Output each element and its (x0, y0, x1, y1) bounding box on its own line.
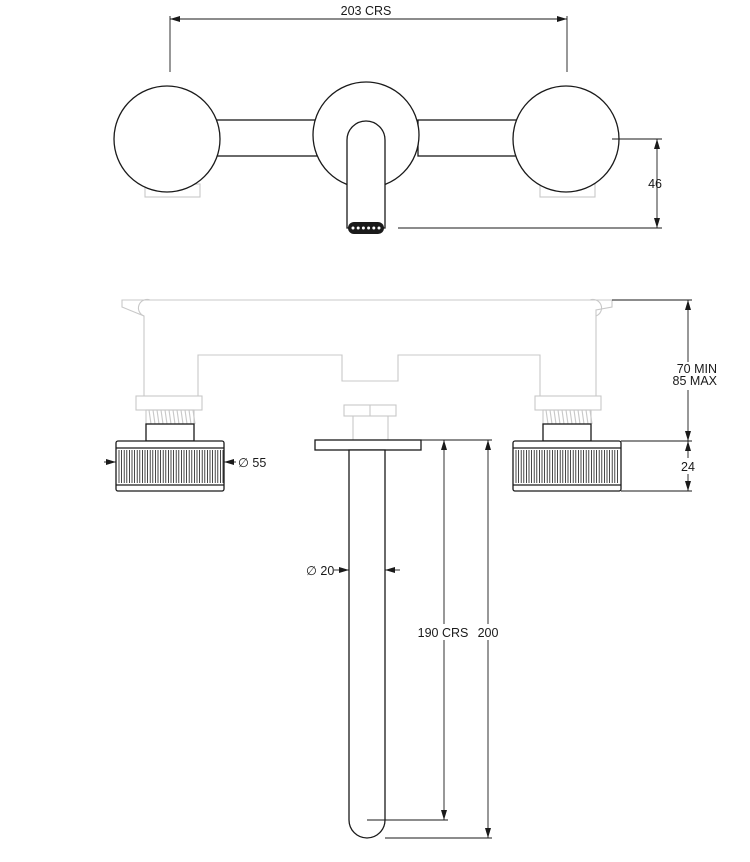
label-203-crs: 203 CRS (341, 4, 392, 18)
left-knurl (118, 450, 224, 483)
left-handle-top (113, 85, 221, 193)
dimension-70-85: 70 MIN 85 MAX (612, 299, 721, 492)
front-view (115, 298, 622, 839)
top-view (113, 81, 620, 234)
aerator (348, 222, 384, 234)
dimension-24: 24 (678, 458, 698, 474)
label-dia-20: ∅ 20 (306, 564, 334, 578)
right-knurl (515, 450, 618, 483)
right-valve-flange (534, 395, 602, 411)
dimension-200: 200 (385, 439, 500, 839)
dimension-203-crs: 203 CRS (169, 4, 568, 72)
in-wall-body (121, 299, 613, 397)
label-46: 46 (648, 177, 662, 191)
label-70-min: 70 MIN (677, 362, 717, 376)
right-handle-front (512, 440, 622, 492)
right-connector-bar (417, 119, 519, 157)
label-85-max: 85 MAX (673, 374, 718, 388)
label-24: 24 (681, 460, 695, 474)
left-thread (145, 409, 196, 425)
right-handle-top (512, 85, 620, 193)
dimension-dia-55: ∅ 55 (104, 456, 266, 470)
left-valve-flange (135, 395, 203, 411)
spout-top (346, 120, 386, 229)
spout-front (348, 449, 386, 839)
left-handle-front (115, 440, 225, 492)
dimension-dia-20: ∅ 20 (306, 564, 400, 578)
right-thread (542, 409, 593, 425)
left-connector-bar (214, 119, 318, 157)
dimension-190-crs: 190 CRS (367, 439, 472, 821)
label-190-crs: 190 CRS (418, 626, 469, 640)
right-stem (542, 423, 592, 442)
label-dia-55: ∅ 55 (238, 456, 266, 470)
spout-plate-front (314, 439, 422, 451)
dimension-46: 46 (398, 138, 662, 229)
left-stem (145, 423, 195, 442)
label-200: 200 (478, 626, 499, 640)
